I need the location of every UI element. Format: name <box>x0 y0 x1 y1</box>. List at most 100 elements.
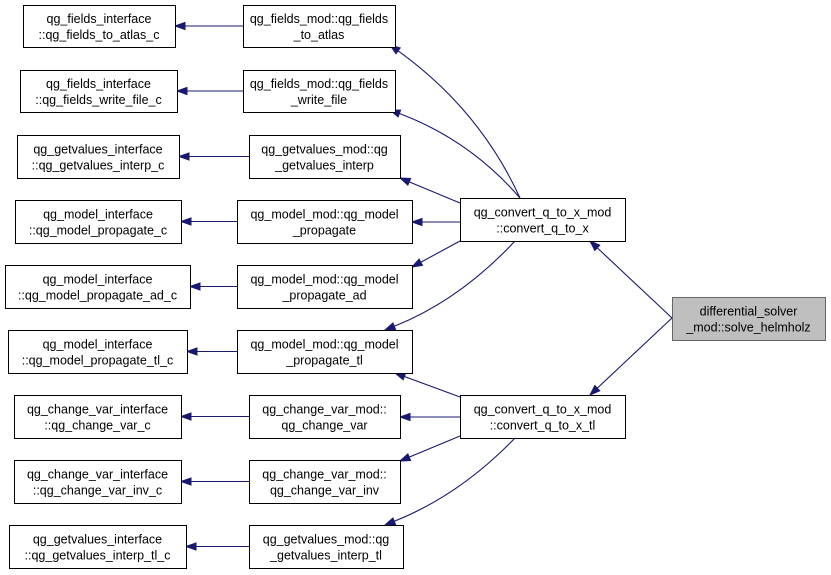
edge-arrowhead-convert_q_to_x_tl-to-model_propagate_tl_mod <box>393 372 407 381</box>
node-box <box>243 5 396 48</box>
node-label-line: qg_model_mod::qg_model <box>250 208 398 222</box>
edge-arrowhead-fields_to_atlas_mod-to-fields_to_atlas_c <box>173 21 186 31</box>
node-getvalues_interp_c[interactable]: qg_getvalues_interface::qg_getvalues_int… <box>17 135 180 179</box>
node-label-line: qg_model_mod::qg_model <box>250 273 398 287</box>
node-label-line: qg_change_var_interface <box>27 468 168 482</box>
node-differential_solver[interactable]: differential_solver_mod::solve_helmholz <box>672 297 826 341</box>
node-label-line: _getvalues_interp <box>274 159 374 173</box>
node-model_propagate_ad_mod[interactable]: qg_model_mod::qg_model_propagate_ad <box>237 265 413 309</box>
edge-arrowhead-convert_q_to_x_tl-to-change_var_mod <box>398 412 411 422</box>
node-label-line: ::qg_getvalues_interp_c <box>32 159 165 173</box>
edge-arrowhead-differential_solver-to-convert_q_to_x <box>588 239 601 252</box>
node-box <box>243 70 396 113</box>
edge-arrowhead-model_propagate_mod-to-model_propagate_c <box>179 217 192 226</box>
node-label-line: qg_change_var_mod:: <box>262 468 386 482</box>
node-label-line: ::qg_fields_write_file_c <box>35 93 161 107</box>
node-label-line: qg_fields_mod::qg_fields <box>250 12 388 26</box>
node-label-line: qg_fields_interface <box>47 12 152 26</box>
edge-arrowhead-convert_q_to_x-to-model_propagate_tl_mod <box>383 322 397 331</box>
node-model_propagate_c[interactable]: qg_model_interface::qg_model_propagate_c <box>15 200 182 244</box>
edge-convert_q_to_x_tl-to-change_var_inv_mod <box>409 435 461 458</box>
node-label-line: qg_model_interface <box>43 338 153 352</box>
node-model_propagate_tl_mod[interactable]: qg_model_mod::qg_model_propagate_tl <box>237 330 413 374</box>
node-label-line: differential_solver <box>700 305 798 319</box>
edge-convert_q_to_x-to-fields_to_atlas_mod <box>397 50 521 199</box>
node-box <box>14 460 182 504</box>
edge-arrowhead-differential_solver-to-convert_q_to_x_tl <box>588 384 601 397</box>
edge-arrowhead-convert_q_to_x_tl-to-change_var_inv_mod <box>398 452 412 462</box>
edge-differential_solver-to-convert_q_to_x <box>596 247 673 319</box>
node-label-line: qg_fields_interface <box>46 77 151 91</box>
node-convert_q_to_x[interactable]: qg_convert_q_to_x_mod::convert_q_to_x <box>460 198 626 242</box>
node-box <box>249 135 401 179</box>
node-box <box>5 265 191 309</box>
node-fields_to_atlas_c[interactable]: qg_fields_interface::qg_fields_to_atlas_… <box>23 5 176 48</box>
node-label-line: _propagate <box>292 224 356 238</box>
node-label-line: ::convert_q_to_x <box>496 222 589 236</box>
node-label-line: _mod::solve_helmholz <box>685 321 810 335</box>
edge-arrowhead-change_var_inv_mod-to-change_var_inv_c <box>179 477 192 486</box>
node-box <box>460 198 626 242</box>
node-label-line: _propagate_tl <box>285 354 362 368</box>
edge-arrowhead-getvalues_interp_tl_mod-to-getvalues_interp_tl_c <box>184 542 197 551</box>
node-box <box>9 525 187 569</box>
node-label-line: qg_change_var_interface <box>27 403 168 417</box>
node-label-line: qg_getvalues_interface <box>33 533 162 547</box>
node-change_var_inv_mod[interactable]: qg_change_var_mod::qg_change_var_inv <box>249 460 401 504</box>
node-label-line: qg_change_var <box>281 419 367 433</box>
node-label-line: ::qg_getvalues_interp_tl_c <box>25 549 171 563</box>
node-label-line: qg_model_interface <box>43 273 153 287</box>
node-box <box>237 330 413 374</box>
nodes-layer: differential_solver_mod::solve_helmholzq… <box>5 5 826 569</box>
node-box <box>23 5 176 48</box>
node-label-line: ::qg_model_propagate_ad_c <box>18 289 177 303</box>
node-fields_write_file_mod[interactable]: qg_fields_mod::qg_fields_write_file <box>243 70 396 113</box>
node-label-line: qg_getvalues_mod::qg <box>263 533 390 547</box>
node-label-line: qg_model_interface <box>43 208 153 222</box>
node-label-line: qg_change_var_inv <box>270 484 380 498</box>
edge-convert_q_to_x-to-getvalues_interp_mod <box>409 181 461 204</box>
node-change_var_c[interactable]: qg_change_var_interface::qg_change_var_c <box>14 395 182 439</box>
node-box <box>20 70 178 113</box>
node-change_var_inv_c[interactable]: qg_change_var_interface::qg_change_var_i… <box>14 460 182 504</box>
node-model_propagate_mod[interactable]: qg_model_mod::qg_model_propagate <box>237 200 413 244</box>
node-label-line: _to_atlas <box>293 28 345 42</box>
node-label-line: _getvalues_interp_tl <box>269 549 382 563</box>
node-box <box>15 200 182 244</box>
node-fields_to_atlas_mod[interactable]: qg_fields_mod::qg_fields_to_atlas <box>243 5 396 48</box>
node-box <box>14 395 182 439</box>
edge-arrowhead-convert_q_to_x-to-model_propagate_mod <box>410 217 423 227</box>
node-label-line: qg_model_mod::qg_model <box>250 338 398 352</box>
edges-layer <box>173 21 673 551</box>
node-box <box>8 330 188 374</box>
node-getvalues_interp_mod[interactable]: qg_getvalues_mod::qg_getvalues_interp <box>249 135 401 179</box>
node-convert_q_to_x_tl[interactable]: qg_convert_q_to_x_mod::convert_q_to_x_tl <box>460 395 626 439</box>
node-model_propagate_ad_c[interactable]: qg_model_interface::qg_model_propagate_a… <box>5 265 191 309</box>
node-label-line: ::qg_change_var_inv_c <box>33 484 162 498</box>
node-label-line: ::qg_fields_to_atlas_c <box>39 28 160 42</box>
node-label-line: qg_convert_q_to_x_mod <box>474 403 612 417</box>
node-getvalues_interp_tl_c[interactable]: qg_getvalues_interface::qg_getvalues_int… <box>9 525 187 569</box>
node-label-line: qg_fields_mod::qg_fields <box>250 77 388 91</box>
node-label-line: qg_getvalues_interface <box>33 143 162 157</box>
edge-convert_q_to_x-to-fields_write_file_mod <box>399 112 521 199</box>
edge-convert_q_to_x_tl-to-getvalues_interp_tl_mod <box>394 437 516 522</box>
node-box <box>249 395 401 439</box>
edge-arrowhead-model_propagate_tl_mod-to-model_propagate_tl_c <box>185 347 198 356</box>
node-label-line: _propagate_ad <box>281 289 366 303</box>
node-box <box>249 525 404 569</box>
node-fields_write_file_c[interactable]: qg_fields_interface::qg_fields_write_fil… <box>20 70 178 113</box>
node-getvalues_interp_tl_mod[interactable]: qg_getvalues_mod::qg_getvalues_interp_tl <box>249 525 404 569</box>
node-box <box>249 460 401 504</box>
node-label-line: ::qg_model_propagate_c <box>29 224 167 238</box>
edge-convert_q_to_x-to-model_propagate_tl_mod <box>394 240 516 327</box>
node-label-line: ::qg_model_propagate_tl_c <box>22 354 174 368</box>
node-box <box>672 297 826 341</box>
node-box <box>237 265 413 309</box>
node-change_var_mod[interactable]: qg_change_var_mod::qg_change_var <box>249 395 401 439</box>
node-model_propagate_tl_c[interactable]: qg_model_interface::qg_model_propagate_t… <box>8 330 188 374</box>
edge-arrowhead-convert_q_to_x-to-model_propagate_ad_mod <box>410 258 424 268</box>
edge-differential_solver-to-convert_q_to_x_tl <box>596 317 673 389</box>
node-box <box>17 135 180 179</box>
